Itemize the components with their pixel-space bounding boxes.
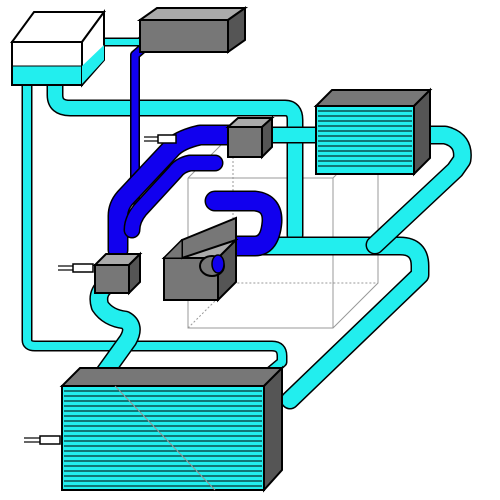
pipe-engine-to-right	[250, 236, 430, 410]
pipe-thermostat-to-pump	[107, 124, 243, 261]
heater-core	[313, 87, 433, 177]
lower-valve-sensor	[58, 263, 94, 273]
pipe-left-return	[21, 49, 288, 378]
pipe-heater-loop	[365, 125, 472, 255]
thermostat-sensor	[144, 134, 177, 144]
main-radiator	[59, 365, 285, 493]
radiator-sensor	[24, 435, 61, 445]
control-valve-top	[136, 6, 249, 54]
pipe-engine-upper-loop	[204, 190, 283, 257]
pipe-pump-to-radiator	[89, 272, 141, 382]
heater-core-fins	[318, 110, 412, 167]
radiator-reflection	[114, 385, 216, 491]
water-pump	[199, 254, 225, 277]
lower-valve	[92, 251, 143, 296]
expansion-tank	[10, 8, 106, 88]
coolant-pipes-light	[21, 27, 472, 410]
main-radiator-fins	[64, 390, 262, 487]
thermostat-valve	[225, 115, 275, 160]
pipe-tank-to-heater	[46, 73, 304, 244]
coolant-pipes-dark	[107, 37, 283, 261]
pipe-branch-to-engine	[123, 154, 224, 239]
engine-block	[161, 216, 239, 303]
